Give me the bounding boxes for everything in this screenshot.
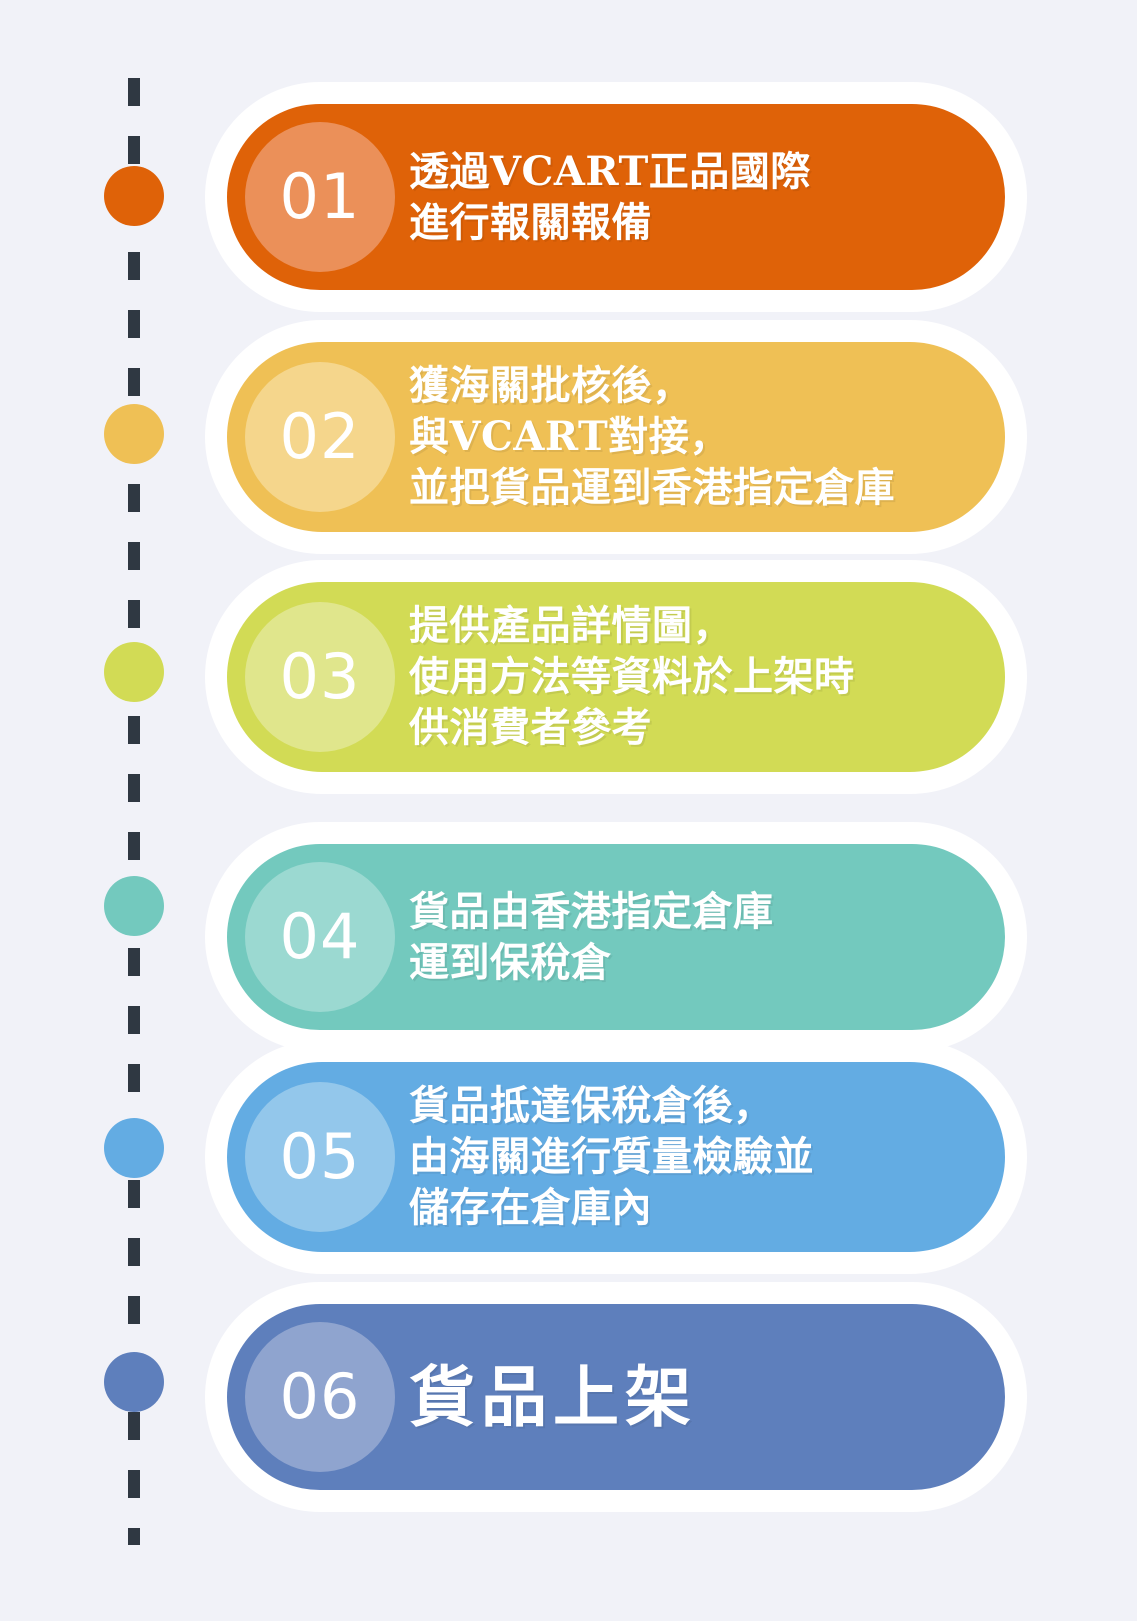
- step-number-label-4: 04: [279, 900, 361, 973]
- step-number-label-2: 02: [279, 399, 361, 473]
- step-row-5: 05 貨品抵達保稅倉後， 由海關進行質量檢驗並 儲存在倉庫內: [205, 1040, 1027, 1274]
- step-number-label-3: 03: [279, 639, 361, 713]
- step-card-outline-6: 06 貨品上架: [205, 1282, 1027, 1512]
- step-number-circle-1: 01: [245, 122, 395, 272]
- timeline-dot-step-5: [104, 1118, 164, 1178]
- step-band-5: 05 貨品抵達保稅倉後， 由海關進行質量檢驗並 儲存在倉庫內: [227, 1062, 1005, 1252]
- step-card-outline-4: 04 貨品由香港指定倉庫 運到保稅倉: [205, 822, 1027, 1052]
- step-card-outline-1: 01 透過VCART正品國際 進行報關報備: [205, 82, 1027, 312]
- step-row-4: 04 貨品由香港指定倉庫 運到保稅倉: [205, 822, 1027, 1052]
- step-description-4: 貨品由香港指定倉庫 運到保稅倉: [409, 887, 774, 986]
- step-number-circle-6: 06: [245, 1322, 395, 1472]
- step-description-1: 透過VCART正品國際 進行報關報備: [409, 147, 811, 246]
- step-number-label-1: 01: [279, 160, 361, 233]
- step-row-2: 02 獲海關批核後， 與VCART對接， 並把貨品運到香港指定倉庫: [205, 320, 1027, 554]
- step-row-3: 03 提供產品詳情圖， 使用方法等資料於上架時 供消費者參考: [205, 560, 1027, 794]
- step-band-4: 04 貨品由香港指定倉庫 運到保稅倉: [227, 844, 1005, 1030]
- timeline-dot-step-6: [104, 1352, 164, 1412]
- step-band-2: 02 獲海關批核後， 與VCART對接， 並把貨品運到香港指定倉庫: [227, 342, 1005, 532]
- step-number-circle-3: 03: [245, 601, 395, 752]
- step-card-outline-2: 02 獲海關批核後， 與VCART對接， 並把貨品運到香港指定倉庫: [205, 320, 1027, 554]
- timeline-dot-step-1: [104, 166, 164, 226]
- step-number-label-6: 06: [279, 1360, 361, 1433]
- step-band-6: 06 貨品上架: [227, 1304, 1005, 1490]
- step-card-outline-5: 05 貨品抵達保稅倉後， 由海關進行質量檢驗並 儲存在倉庫內: [205, 1040, 1027, 1274]
- step-number-circle-2: 02: [245, 361, 395, 512]
- step-row-6: 06 貨品上架: [205, 1282, 1027, 1512]
- step-band-3: 03 提供產品詳情圖， 使用方法等資料於上架時 供消費者參考: [227, 582, 1005, 772]
- timeline-dot-step-3: [104, 642, 164, 702]
- step-description-5: 貨品抵達保稅倉後， 由海關進行質量檢驗並 儲存在倉庫內: [409, 1082, 814, 1232]
- timeline-dot-step-2: [104, 404, 164, 464]
- step-number-circle-4: 04: [245, 862, 395, 1012]
- step-description-3: 提供產品詳情圖， 使用方法等資料於上架時 供消費者參考: [409, 602, 855, 752]
- step-band-1: 01 透過VCART正品國際 進行報關報備: [227, 104, 1005, 290]
- step-description-6: 貨品上架: [409, 1357, 697, 1436]
- step-row-1: 01 透過VCART正品國際 進行報關報備: [205, 82, 1027, 312]
- step-number-circle-5: 05: [245, 1081, 395, 1232]
- step-number-label-5: 05: [279, 1119, 361, 1193]
- step-description-2: 獲海關批核後， 與VCART對接， 並把貨品運到香港指定倉庫: [409, 362, 895, 512]
- timeline-dashed-line: [128, 78, 140, 1545]
- timeline-dot-step-4: [104, 876, 164, 936]
- step-card-outline-3: 03 提供產品詳情圖， 使用方法等資料於上架時 供消費者參考: [205, 560, 1027, 794]
